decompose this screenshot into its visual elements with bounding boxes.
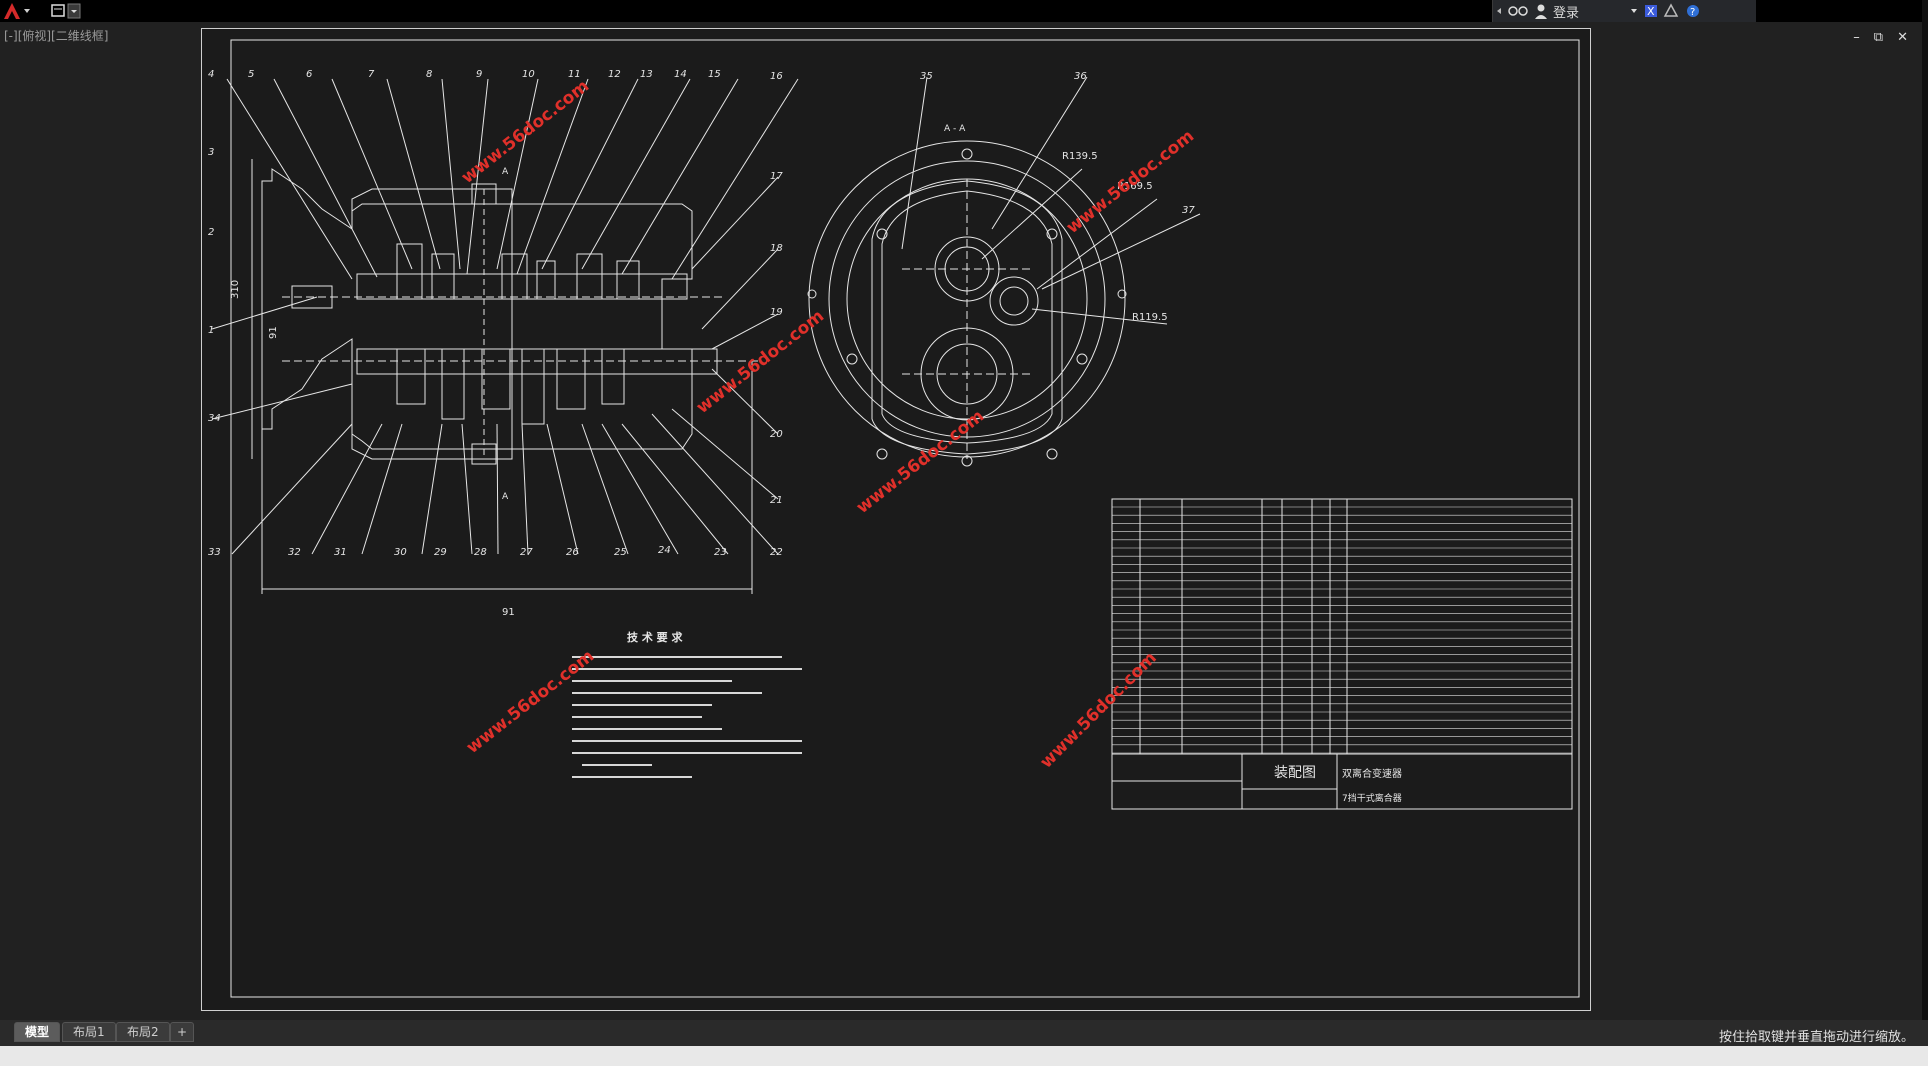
callout-1: 1	[208, 325, 214, 336]
callout-26: 26	[566, 547, 579, 558]
callout-24: 24	[658, 545, 671, 556]
callout-7: 7	[368, 69, 375, 80]
callout-2: 2	[208, 227, 214, 238]
callout-19: 19	[770, 307, 783, 318]
callout-23: 23	[714, 547, 727, 558]
callout-9: 9	[476, 69, 482, 80]
callout-30: 30	[394, 547, 407, 558]
watermark-1: www.56doc.com	[458, 76, 593, 188]
svg-text:X: X	[1647, 5, 1655, 18]
inner-frame	[230, 39, 1580, 998]
section-marker-bottom: A	[502, 492, 509, 502]
app-menu-button[interactable]	[0, 0, 34, 22]
product-subtitle: 7挡干式离合器	[1342, 792, 1402, 804]
tech-requirements-text	[572, 656, 802, 778]
callout-14: 14	[674, 69, 687, 80]
callout-3: 3	[208, 147, 214, 158]
callout-6: 6	[306, 69, 312, 80]
callout-20: 20	[770, 429, 783, 440]
callout-18: 18	[770, 243, 783, 254]
callout-21: 21	[770, 495, 783, 506]
radius-label-3: R119.5	[1132, 312, 1168, 323]
layout-tab-bar	[0, 1020, 1928, 1046]
section-label: A - A	[944, 124, 966, 134]
callout-4: 4	[208, 69, 214, 80]
svg-text:?: ?	[1690, 7, 1695, 18]
callout-16: 16	[770, 71, 783, 82]
watermarks: www.56doc.com www.56doc.com www.56doc.co…	[458, 76, 1198, 772]
callout-13: 13	[640, 69, 653, 80]
minimize-icon[interactable]: –	[1853, 30, 1860, 45]
dim-label-offset: 91	[268, 326, 279, 339]
callout-28: 28	[474, 547, 487, 558]
gearbox-housing	[251, 159, 762, 594]
callout-25: 25	[614, 547, 627, 558]
callout-5: 5	[248, 69, 254, 80]
callout-31: 31	[334, 547, 347, 558]
callout-12: 12	[608, 69, 621, 80]
binoculars-icon	[1497, 6, 1528, 16]
watermark-4: www.56doc.com	[853, 406, 988, 518]
callout-8: 8	[426, 69, 432, 80]
login-label[interactable]: 登录	[1553, 5, 1580, 21]
callout-37: 37	[1182, 205, 1195, 216]
callout-35: 35	[920, 71, 933, 82]
section-view	[807, 76, 1201, 467]
callout-27: 27	[520, 547, 533, 558]
radius-label-1: R139.5	[1062, 151, 1098, 162]
add-tab-button[interactable]: +	[170, 1022, 195, 1042]
callout-29: 29	[434, 547, 447, 558]
callout-36: 36	[1074, 71, 1087, 82]
tab-layout1[interactable]: 布局1	[62, 1022, 116, 1042]
title-block	[1111, 498, 1573, 810]
bom-table	[1112, 506, 1572, 754]
status-bar	[0, 1046, 1928, 1066]
callout-34: 34	[208, 413, 221, 424]
autocad-logo-icon	[4, 3, 30, 19]
workspace-icon	[51, 3, 81, 19]
viewport-label[interactable]: [-][俯视][二维线框]	[4, 29, 109, 43]
user-icon	[1535, 4, 1547, 19]
callout-15: 15	[708, 69, 721, 80]
drawing-title: 装配图	[1274, 765, 1316, 781]
watermark-2: www.56doc.com	[1063, 126, 1198, 238]
status-message: 按住拾取键并垂直拖动进行缩放。	[1718, 1030, 1914, 1045]
sign-in-area[interactable]: 登录 X ?	[1492, 0, 1756, 22]
gear-set	[396, 243, 640, 425]
title-bar	[0, 0, 1928, 22]
callout-11: 11	[568, 69, 581, 80]
window-controls: – ⧉ ✕	[1853, 30, 1908, 45]
callout-32: 32	[288, 547, 301, 558]
dim-label-height: 310	[230, 280, 241, 299]
callout-17: 17	[770, 171, 783, 182]
tab-layout2[interactable]: 布局2	[116, 1022, 170, 1042]
callout-33: 33	[208, 547, 221, 558]
help-tools-icon: X ?	[1631, 3, 1700, 18]
dim-label-width: 91	[502, 607, 515, 618]
callout-22: 22	[770, 547, 783, 558]
product-name: 双离合变速器	[1342, 767, 1402, 780]
scrollbar[interactable]	[1922, 0, 1928, 1046]
cad-drawing[interactable]: 1234567891011121314151617181920212223242…	[202, 29, 1590, 1010]
close-icon[interactable]: ✕	[1897, 30, 1908, 45]
leader-lines	[211, 78, 799, 555]
radius-label-2: R169.5	[1117, 181, 1153, 192]
section-marker-top: A	[502, 167, 509, 177]
tech-requirements-title: 技 术 要 求	[627, 630, 683, 644]
callout-10: 10	[522, 69, 535, 80]
quick-access-toolbar[interactable]	[46, 0, 86, 22]
tab-model[interactable]: 模型	[14, 1022, 61, 1042]
restore-icon[interactable]: ⧉	[1873, 30, 1884, 45]
